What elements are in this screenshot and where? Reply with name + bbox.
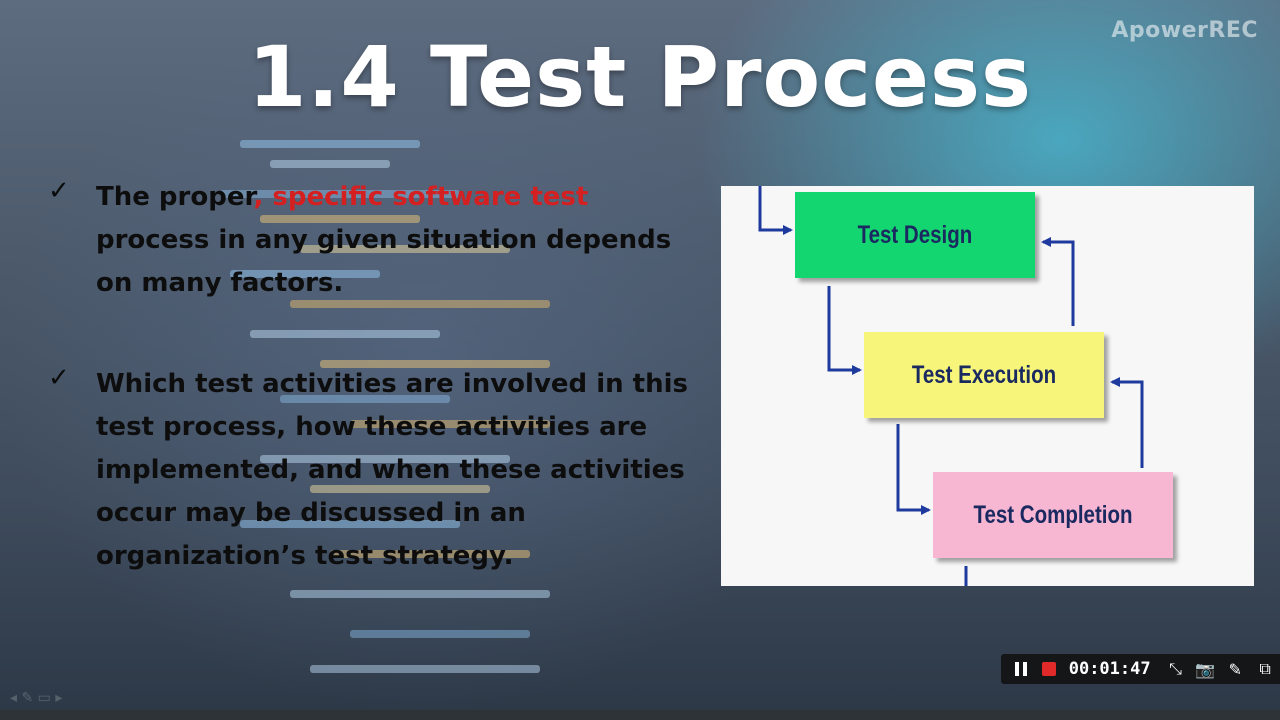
bullet-text-part: The proper — [96, 182, 254, 212]
slide-title: 1.4 Test Process — [247, 28, 1033, 126]
pause-icon[interactable] — [1007, 654, 1035, 684]
minimize-icon[interactable]: ⤡ — [1169, 659, 1182, 678]
stop-icon[interactable] — [1035, 654, 1063, 684]
box-label: Test Execution — [911, 360, 1057, 389]
arrow-completion-back-to-execution — [1110, 377, 1144, 468]
window-icon[interactable]: ⧉ — [1259, 659, 1271, 678]
arrow-design-to-execution — [827, 286, 862, 375]
camera-icon[interactable]: 📷 — [1195, 659, 1216, 679]
diagram-arrows — [758, 186, 1144, 586]
slide-nav-ghost: ◂ ✎ ▭ ▸ — [10, 690, 63, 706]
bullet-text: The proper, specific software test proce… — [96, 176, 696, 305]
box-test-execution: Test Execution — [864, 332, 1104, 418]
bullet-text-part: process in any given situation depends o… — [96, 225, 672, 298]
checkmark-icon: ✓ — [48, 176, 70, 206]
recording-timer: 00:01:47 — [1068, 659, 1151, 679]
process-diagram: Test Design Test Execution Test Completi… — [721, 186, 1254, 586]
arrow-into-test-design — [758, 186, 793, 235]
bullet-highlight: , specific software test — [253, 182, 589, 212]
recorder-watermark: ApowerREC — [1111, 18, 1258, 43]
bullet-text: Which test activities are involved in th… — [96, 369, 688, 571]
box-test-design: Test Design — [795, 192, 1035, 278]
recorder-toolbar: 00:01:47 ⤡ 📷 ✎ ⧉ — [1001, 654, 1280, 684]
box-label: Test Completion — [973, 500, 1133, 529]
box-test-completion: Test Completion — [933, 472, 1173, 558]
bullet-item: ✓ Which test activities are involved in … — [48, 363, 698, 583]
checkmark-icon: ✓ — [48, 363, 70, 393]
bullet-item: ✓ The proper, specific software test pro… — [48, 176, 698, 306]
bottom-strip — [0, 710, 1280, 720]
pen-icon[interactable]: ✎ — [1228, 659, 1242, 679]
code-background — [200, 120, 720, 700]
arrow-execution-to-completion — [896, 424, 931, 515]
box-label: Test Design — [857, 220, 973, 249]
arrow-execution-back-to-design — [1041, 237, 1075, 326]
